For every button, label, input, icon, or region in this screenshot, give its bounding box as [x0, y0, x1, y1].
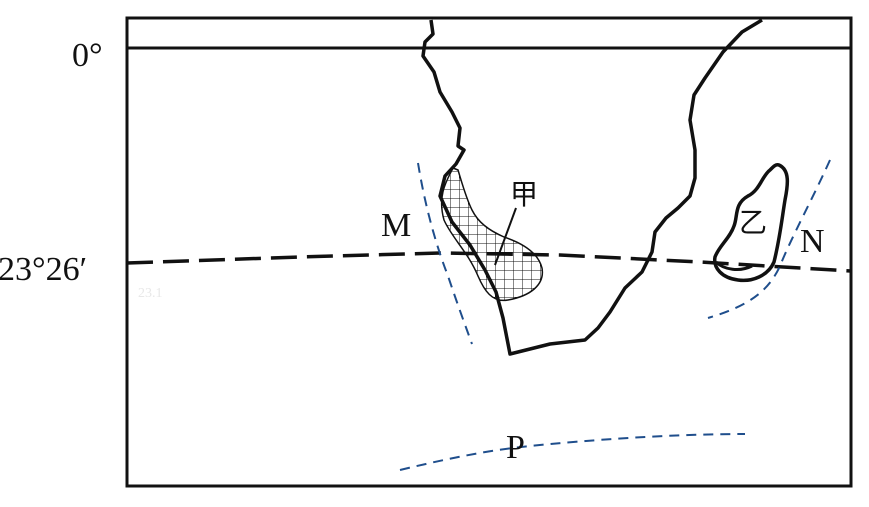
tropic-label: 23°26′	[0, 251, 87, 288]
current-p-label: P	[506, 429, 525, 466]
jia-leader-line	[494, 207, 517, 266]
equator-label: 0°	[72, 37, 103, 74]
current-m-label: M	[381, 207, 411, 244]
map-frame	[125, 16, 853, 488]
coastline-africa	[421, 18, 763, 356]
island-yi-label: 乙	[739, 208, 767, 239]
current-n-line	[707, 159, 831, 319]
region-jia-label: 甲	[510, 180, 538, 211]
current-p-line	[399, 433, 746, 471]
faint-mark-label: 23.1	[138, 286, 163, 301]
hatched-region-jia	[440, 167, 544, 302]
current-n-label: N	[800, 223, 825, 260]
island-yi	[713, 163, 790, 283]
